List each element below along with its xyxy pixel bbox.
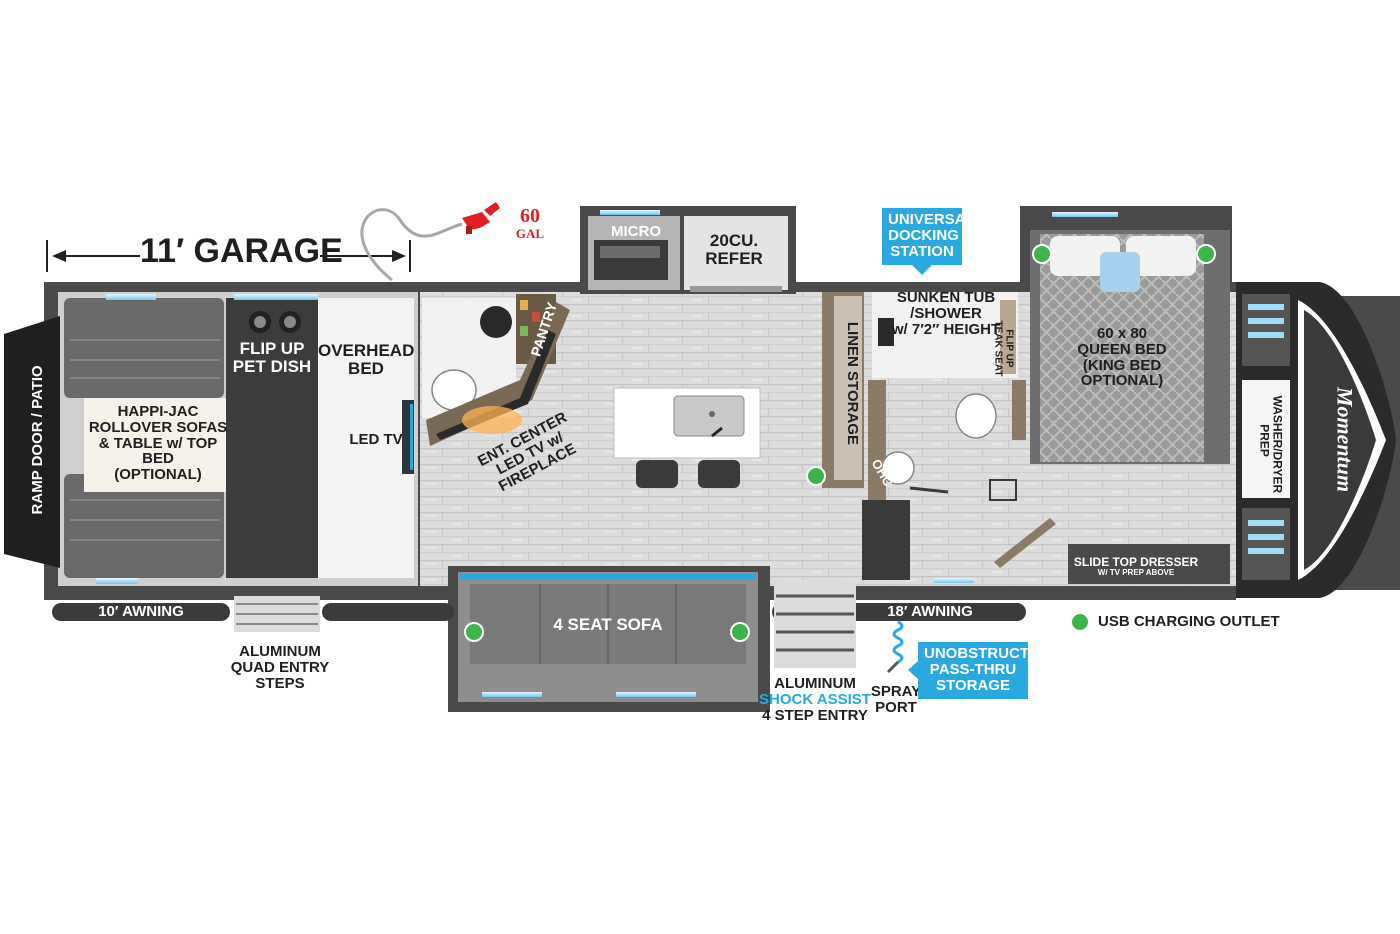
four-step-entry-text: 4 STEP ENTRY xyxy=(762,706,868,724)
fuel-nozzle-icon xyxy=(462,202,500,234)
usb-outlet-dot-icon xyxy=(464,622,484,642)
ramp-door-label: RAMP DOOR / PATIO xyxy=(29,365,47,515)
sofa-slide xyxy=(448,566,770,712)
usb-outlet-dot-icon xyxy=(1070,612,1090,632)
bathroom-area xyxy=(862,292,1026,580)
kitchen-island xyxy=(613,387,761,488)
aluminum-quad-label: ALUMINUM QUAD ENTRY STEPS xyxy=(230,643,330,692)
tv-prep-above-text: W/ TV PREP ABOVE xyxy=(1097,567,1175,577)
garage-dimension-line xyxy=(46,240,411,272)
overhead-bed-label: OVERHEAD BED xyxy=(318,341,415,378)
fuel-hose xyxy=(360,208,463,282)
spray-port-hose xyxy=(886,620,904,674)
washer-dryer-label: WASHER/DRYER PREP xyxy=(1258,395,1285,494)
slide-top-dresser-label: SLIDE TOP DRESSER W/ TV PREP ABOVE xyxy=(1068,556,1204,577)
garage-area xyxy=(64,294,414,584)
shock-assist-text: SHOCK ASSIST xyxy=(759,690,871,708)
fuel-capacity-unit: GAL xyxy=(515,226,545,241)
front-cap xyxy=(1236,282,1396,598)
usb-outlet-dot-icon xyxy=(1032,244,1052,264)
brand-logo: Momentum xyxy=(1332,386,1358,493)
linen-storage-area xyxy=(822,292,864,488)
led-tv-label: LED TV xyxy=(349,431,403,448)
garage-dimension-label: 11′ GARAGE xyxy=(140,232,343,270)
four-step-entry-steps xyxy=(774,580,856,668)
unobstructed-storage-callout: UNOBSTRUCTED PASS-THRU STORAGE xyxy=(908,642,1050,699)
four-seat-sofa-label: 4 SEAT SOFA xyxy=(553,615,663,634)
usb-legend-label: USB CHARGING OUTLET xyxy=(1098,613,1280,630)
queen-bed-label: 60 x 80 QUEEN BED (KING BED OPTIONAL) xyxy=(1077,325,1167,390)
kitchen-slide xyxy=(580,206,796,294)
sunken-tub-label: SUNKEN TUB /SHOWER w/ 7′2″ HEIGHT xyxy=(891,289,1001,338)
ten-awning-label: 10′ AWNING xyxy=(98,603,184,620)
linen-storage-label: LINEN STORAGE xyxy=(843,321,861,445)
usb-outlet-dot-icon xyxy=(730,622,750,642)
quad-entry-steps xyxy=(234,596,320,632)
flip-up-pet-dish-label: FLIP UP PET DISH xyxy=(232,339,312,376)
slide-top-dresser-text: SLIDE TOP DRESSER xyxy=(1073,555,1199,569)
ramp-door xyxy=(4,316,60,568)
flip-up-teak-label: FLIP UP TEAK SEAT xyxy=(993,320,1015,377)
happi-jac-label: HAPPI-JAC ROLLOVER SOFAS & TABLE w/ TOP … xyxy=(88,403,228,483)
micro-label: MICRO xyxy=(611,223,661,240)
fuel-capacity-value: 60 xyxy=(520,205,540,227)
entry-bath-area xyxy=(422,294,570,446)
bedroom-slide xyxy=(934,206,1232,584)
usb-charging-outlets xyxy=(464,244,1216,642)
eighteen-awning-label: 18′ AWNING xyxy=(887,603,973,620)
refer-label: 20CU. REFER xyxy=(705,231,763,268)
fuel-capacity-label: 60 GAL xyxy=(508,206,552,241)
aluminum-text: ALUMINUM xyxy=(774,675,856,692)
usb-outlet-dot-icon xyxy=(806,466,826,486)
shock-assist-entry-label: ALUMINUM SHOCK ASSIST 4 STEP ENTRY xyxy=(756,676,874,723)
usb-outlet-dot-icon xyxy=(1196,244,1216,264)
universal-docking-callout: UNIVERSAL DOCKING STATION xyxy=(882,208,975,275)
spray-port-label: SPRAY PORT xyxy=(870,683,922,716)
